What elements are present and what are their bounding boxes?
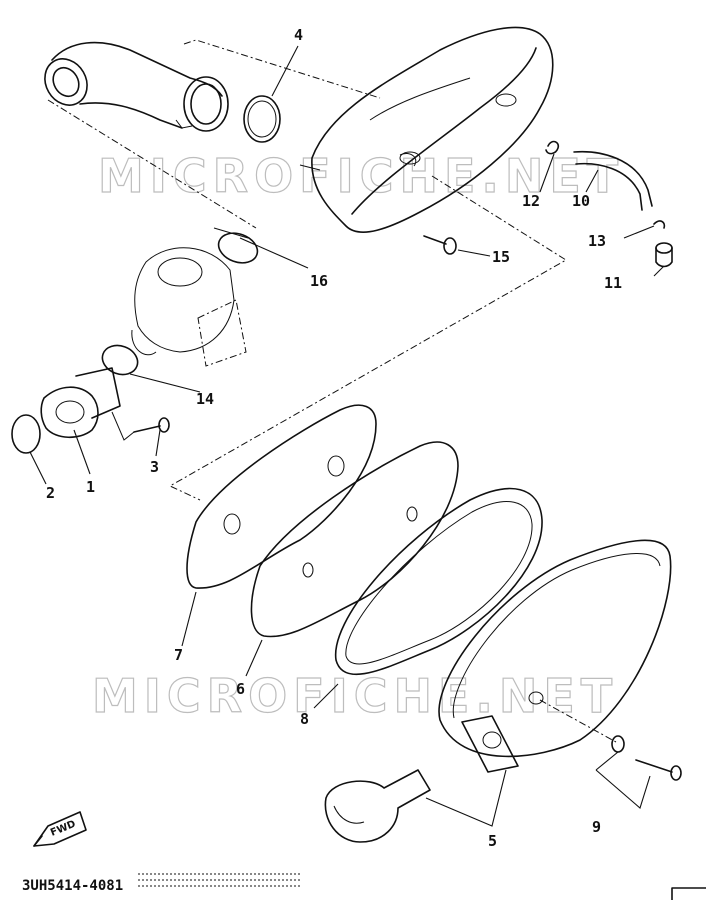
callout-13: 13	[588, 232, 606, 250]
watermark-bottom: MICROFICHE.NET	[92, 669, 618, 723]
hose-clamp-14	[101, 344, 139, 376]
carburetor-joint-1	[40, 367, 121, 439]
bolt-3	[133, 417, 170, 433]
callout-16: 16	[310, 272, 328, 290]
callout-10: 10	[572, 192, 590, 210]
clip-12	[545, 140, 560, 155]
gasket-7	[186, 404, 377, 589]
callout-6: 6	[236, 680, 245, 698]
callout-3: 3	[150, 458, 159, 476]
air-cleaner-case	[299, 26, 554, 233]
part-code: 3UH5414-4081	[22, 878, 123, 894]
callout-8: 8	[300, 710, 309, 728]
filter-element-6	[250, 441, 459, 638]
callout-14: 14	[196, 390, 214, 408]
intake-duct	[44, 41, 229, 132]
assembly-line	[168, 175, 567, 501]
breather-hose-10	[573, 150, 653, 211]
watermark-top: MICROFICHE.NET	[98, 149, 624, 203]
carburetor	[131, 247, 247, 367]
callout-5: 5	[488, 832, 497, 850]
assembly-line	[183, 39, 381, 99]
intake-funnel-5	[324, 769, 431, 843]
screw-15	[423, 235, 457, 255]
screw-9	[635, 759, 682, 781]
callout-2: 2	[46, 484, 55, 502]
case-cover-5	[438, 539, 672, 773]
clip-13	[653, 220, 666, 229]
callout-9: 9	[592, 818, 601, 836]
callout-11: 11	[604, 274, 622, 292]
drain-plug-11	[655, 242, 673, 268]
callout-12: 12	[522, 192, 540, 210]
callout-4: 4	[294, 26, 303, 44]
clamp-ring-4	[243, 95, 281, 143]
hose-clamp-16	[213, 227, 259, 264]
o-ring-2	[11, 414, 41, 454]
washer-9	[611, 735, 625, 753]
seal-8	[334, 487, 543, 676]
callout-1: 1	[86, 478, 95, 496]
callout-15: 15	[492, 248, 510, 266]
assembly-line	[111, 411, 135, 441]
assembly-line	[47, 99, 257, 229]
fwd-arrow-icon: FWD	[33, 811, 87, 847]
corner-frame-mark	[671, 887, 706, 900]
callout-7: 7	[174, 646, 183, 664]
